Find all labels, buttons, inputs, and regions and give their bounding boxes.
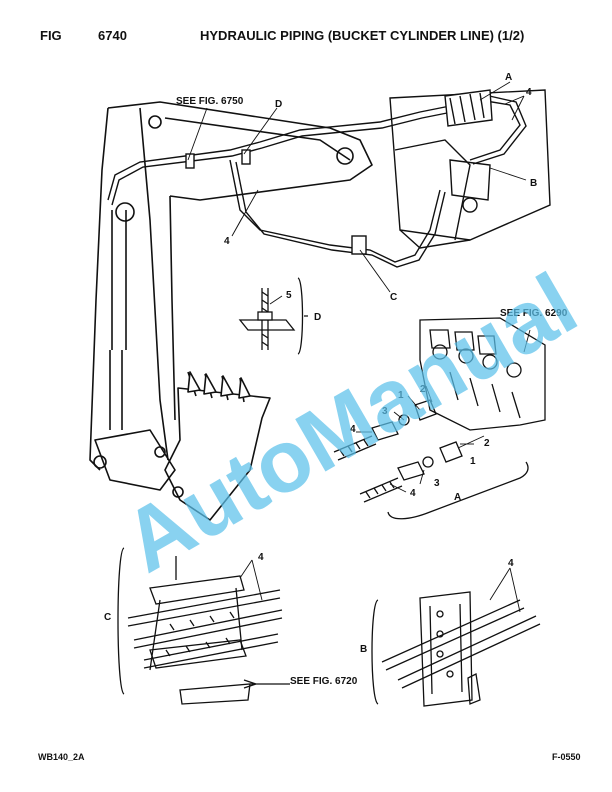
backhoe-arm-drawing xyxy=(89,101,373,521)
fig-number: 6740 xyxy=(98,28,127,43)
item-4-callout: 4 xyxy=(258,552,264,563)
item-4-callout: 4 xyxy=(526,87,532,98)
fig-label: FIG xyxy=(40,28,62,43)
item-2-callout: 2 xyxy=(484,438,490,449)
item-5-callout: 5 xyxy=(286,290,292,301)
see-fig-6290-label: SEE FIG. 6290 xyxy=(500,308,568,319)
item-1-callout: 1 xyxy=(398,390,404,401)
leader-lines xyxy=(187,81,531,613)
letter-a-callout: A xyxy=(505,72,512,83)
item-2-callout: 2 xyxy=(420,384,426,395)
letter-d-callout: D xyxy=(275,99,282,110)
page-code: F-0550 xyxy=(552,752,581,762)
detail-c-clamp xyxy=(117,547,290,705)
letter-b-callout: B xyxy=(530,178,537,189)
detail-d-bolt xyxy=(238,277,308,355)
detail-a-valve xyxy=(333,317,546,520)
page-title: HYDRAULIC PIPING (BUCKET CYLINDER LINE) … xyxy=(200,28,525,43)
item-4-callout: 4 xyxy=(350,424,356,435)
item-4-callout: 4 xyxy=(410,488,416,499)
detail-b-clamp xyxy=(371,591,541,707)
letter-d-callout: D xyxy=(314,312,321,323)
letter-a-callout: A xyxy=(454,492,461,503)
item-3-callout: 3 xyxy=(434,478,440,489)
model-code: WB140_2A xyxy=(38,752,85,762)
see-fig-6720-label: SEE FIG. 6720 xyxy=(290,676,358,687)
letter-c-callout: C xyxy=(104,612,111,623)
see-fig-6750-label: SEE FIG. 6750 xyxy=(176,96,244,107)
item-4-callout: 4 xyxy=(508,558,514,569)
letter-c-callout: C xyxy=(390,292,397,303)
item-4-callout: 4 xyxy=(224,236,230,247)
valve-bank-top xyxy=(389,89,551,249)
item-1-callout: 1 xyxy=(470,456,476,467)
hydraulic-lines xyxy=(107,94,527,268)
item-3-callout: 3 xyxy=(382,406,388,417)
letter-b-callout: B xyxy=(360,644,367,655)
